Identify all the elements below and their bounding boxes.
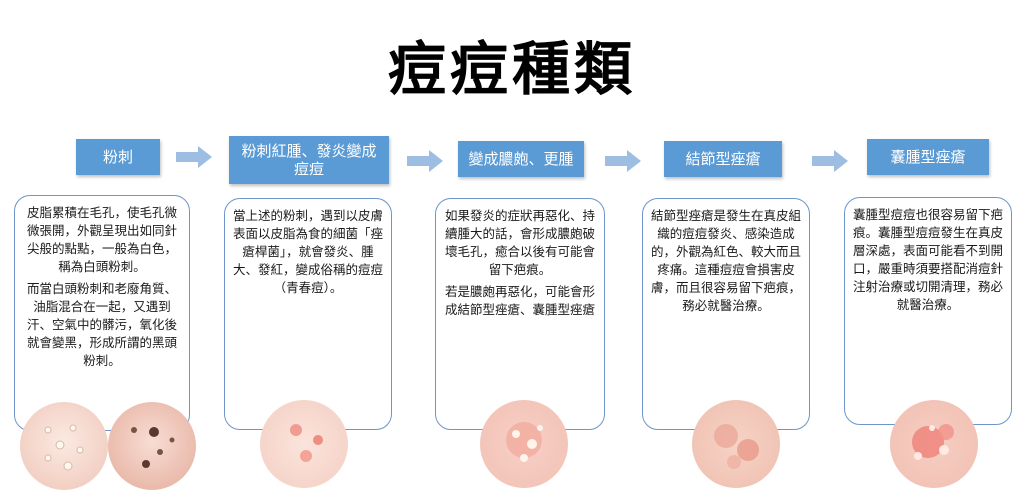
description-text: 若是膿皰再惡化，可能會形成結節型痤瘡、囊腫型痤瘡 [444,284,595,317]
description-text: 而當白頭粉刺和老廢角質、油脂混合在一起，又遇到汗、空氣中的髒污，氧化後就會變黑，… [26,281,177,368]
stage-label: 變成膿皰、更腫 [468,150,574,168]
description-text: 如果發炎的症狀再惡化、持續腫大的話，會形成膿皰破壞毛孔，癒合以後有可能會留下疤痕… [444,208,595,277]
inflamed-pimple-skin-illustration [260,400,348,488]
stage-label: 粉刺 [102,148,133,166]
pustule-skin-illustration [480,400,568,488]
right-arrow-icon [407,150,443,172]
stage-inflamed-pimple: 粉刺紅腫、發炎變成痘痘 [229,136,389,184]
right-arrow-icon [812,150,848,172]
right-arrow-icon [605,150,641,172]
description-box: 當上述的粉刺，遇到以皮膚表面以皮脂為食的細菌「痤瘡桿菌」，就會發炎、腫大、發紅，… [224,198,392,430]
stage-pustule: 變成膿皰、更腫 [458,141,584,177]
cystic-acne-skin-illustration [890,400,978,488]
stage-nodular-acne: 結節型痤瘡 [664,141,782,177]
description-text: 當上述的粉刺，遇到以皮膚表面以皮脂為食的細菌「痤瘡桿菌」，就會發炎、腫大、發紅，… [233,208,384,295]
stage-label: 結節型痤瘡 [685,150,761,168]
description-box: 如果發炎的症狀再惡化、持續腫大的話，會形成膿皰破壞毛孔，癒合以後有可能會留下疤痕… [435,198,605,430]
description-box: 結節型痤瘡是發生在真皮組織的痘痘發炎、感染造成的，外觀為紅色、較大而且疼痛。這種… [642,198,810,430]
whitehead-skin-illustration [20,402,108,490]
nodular-acne-skin-illustration [692,400,780,488]
stage-label: 囊腫型痤瘡 [890,148,966,166]
page-title: 痘痘種類 [387,35,636,103]
description-text: 結節型痤瘡是發生在真皮組織的痘痘發炎、感染造成的，外觀為紅色、較大而且疼痛。這種… [651,208,802,313]
stage-cystic-acne: 囊腫型痤瘡 [867,139,989,175]
right-arrow-icon [176,146,212,168]
stage-blackhead-whitehead: 粉刺 [76,139,160,175]
description-box: 囊腫型痘痘也很容易留下疤痕。囊腫型痘痘發生在真皮層深處，表面可能看不到開口，嚴重… [844,197,1012,425]
stage-label: 粉刺紅腫、發炎變成痘痘 [241,142,377,178]
description-box: 皮脂累積在毛孔，使毛孔微微張開，外觀呈現出如同針尖般的點點，一般為白色，稱為白頭… [14,195,190,431]
description-text: 皮脂累積在毛孔，使毛孔微微張開，外觀呈現出如同針尖般的點點，一般為白色，稱為白頭… [26,205,177,274]
description-text: 囊腫型痘痘也很容易留下疤痕。囊腫型痘痘發生在真皮層深處，表面可能看不到開口，嚴重… [853,207,1004,312]
blackhead-skin-illustration [108,402,196,490]
